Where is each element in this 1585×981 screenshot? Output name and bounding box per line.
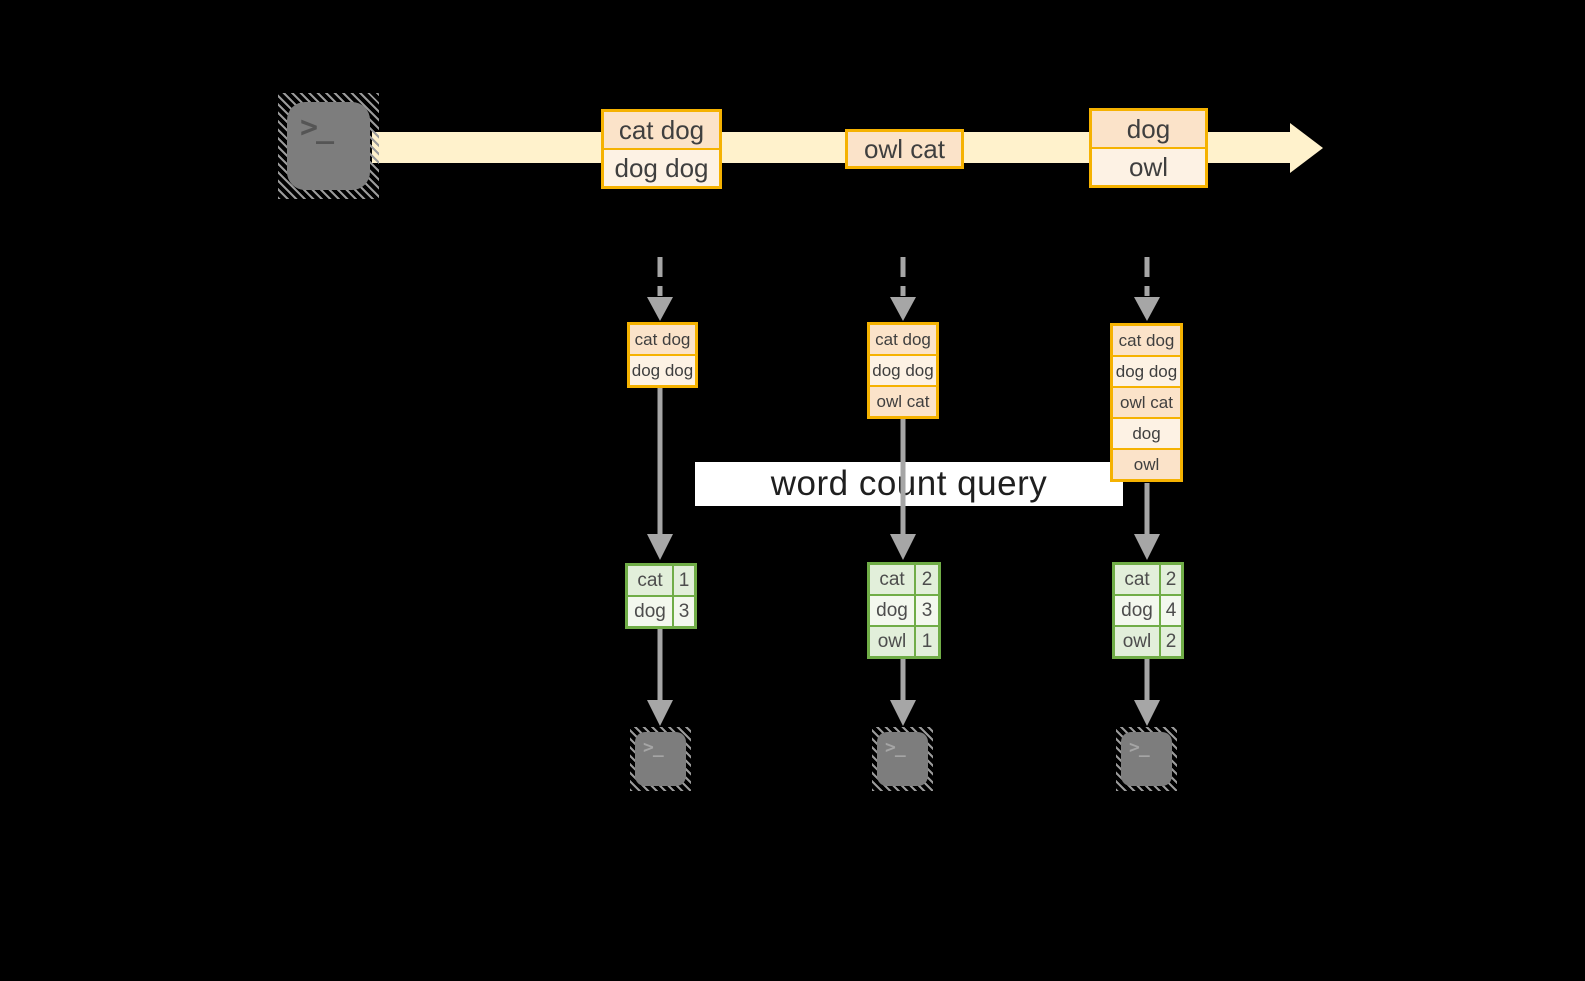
stream-record: owl xyxy=(1092,149,1205,185)
buffer-record: cat dog xyxy=(630,325,695,354)
dashed-arrowhead-col3 xyxy=(1134,297,1160,321)
buffer-record: dog xyxy=(1113,419,1180,448)
table-row: owl 1 xyxy=(870,627,938,656)
terminal-icon: >_ xyxy=(877,732,928,786)
count-cell: 4 xyxy=(1161,596,1181,625)
count-table-col3: cat 2 dog 4 owl 2 xyxy=(1112,562,1184,659)
buffer-record: owl cat xyxy=(1113,388,1180,417)
count-cell: 1 xyxy=(916,627,938,656)
word-cell: cat xyxy=(628,566,672,595)
arrowhead-table-col2 xyxy=(890,534,916,560)
dashed-arrowheads xyxy=(647,297,1160,321)
stream-record: owl cat xyxy=(848,132,961,166)
buffer-col1: cat dog dog dog xyxy=(627,322,698,388)
buffer-to-table-arrowheads xyxy=(647,534,1160,560)
stream-batch-2: owl cat xyxy=(845,129,964,169)
count-table-col2: cat 2 dog 3 owl 1 xyxy=(867,562,941,659)
count-cell: 2 xyxy=(1161,627,1181,656)
stream-batch-3: dog owl xyxy=(1089,108,1208,188)
query-label-band: word count query xyxy=(695,462,1123,506)
stream-record: dog dog xyxy=(604,150,719,186)
table-row: dog 3 xyxy=(870,596,938,625)
count-cell: 2 xyxy=(916,565,938,594)
table-row: dog 4 xyxy=(1115,596,1181,625)
terminal-icon: >_ xyxy=(635,732,686,786)
terminal-prompt-glyph: >_ xyxy=(300,110,334,145)
stream-arrow-head xyxy=(1290,123,1323,173)
buffer-record: dog dog xyxy=(630,356,695,385)
dashed-arrows xyxy=(657,257,1150,296)
table-row: dog 3 xyxy=(628,597,694,626)
buffer-col3: cat dog dog dog owl cat dog owl xyxy=(1110,323,1183,482)
terminal-prompt-glyph: >_ xyxy=(885,737,906,758)
word-cell: dog xyxy=(1115,596,1159,625)
terminal-icon: >_ xyxy=(1121,732,1172,786)
source-terminal-icon: >_ xyxy=(278,93,379,199)
word-cell: dog xyxy=(870,596,914,625)
table-to-terminal-arrowheads xyxy=(647,700,1160,726)
count-cell: 3 xyxy=(916,596,938,625)
buffer-record: cat dog xyxy=(1113,326,1180,355)
dashed-arrowhead-col1 xyxy=(647,297,673,321)
arrowhead-terminal-col3 xyxy=(1134,700,1160,726)
table-row: cat 2 xyxy=(1115,565,1181,594)
count-table-col1: cat 1 dog 3 xyxy=(625,563,697,629)
query-label: word count query xyxy=(770,464,1048,503)
arrowhead-table-col3 xyxy=(1134,534,1160,560)
sink-terminal-icon-col3: >_ xyxy=(1116,727,1177,791)
stream-batch-1: cat dog dog dog xyxy=(601,109,722,189)
word-cell: cat xyxy=(1115,565,1159,594)
count-cell: 1 xyxy=(674,566,694,595)
buffer-col2: cat dog dog dog owl cat xyxy=(867,322,939,419)
table-row: owl 2 xyxy=(1115,627,1181,656)
terminal-prompt-glyph: >_ xyxy=(1129,737,1150,758)
dashed-arrowhead-col2 xyxy=(890,297,916,321)
sink-terminal-icon-col2: >_ xyxy=(872,727,933,791)
word-cell: cat xyxy=(870,565,914,594)
buffer-record: dog dog xyxy=(870,356,936,385)
buffer-record: dog dog xyxy=(1113,357,1180,386)
buffer-record: cat dog xyxy=(870,325,936,354)
sink-terminal-icon-col1: >_ xyxy=(630,727,691,791)
word-cell: owl xyxy=(1115,627,1159,656)
table-row: cat 1 xyxy=(628,566,694,595)
stream-record: cat dog xyxy=(604,112,719,148)
stream-record: dog xyxy=(1092,111,1205,147)
count-cell: 3 xyxy=(674,597,694,626)
arrowhead-terminal-col2 xyxy=(890,700,916,726)
word-cell: dog xyxy=(628,597,672,626)
buffer-record: owl cat xyxy=(870,387,936,416)
word-cell: owl xyxy=(870,627,914,656)
buffer-record: owl xyxy=(1113,450,1180,479)
arrowhead-table-col1 xyxy=(647,534,673,560)
terminal-prompt-glyph: >_ xyxy=(643,737,664,758)
table-row: cat 2 xyxy=(870,565,938,594)
terminal-icon: >_ xyxy=(287,102,370,190)
count-cell: 2 xyxy=(1161,565,1181,594)
arrowhead-terminal-col1 xyxy=(647,700,673,726)
